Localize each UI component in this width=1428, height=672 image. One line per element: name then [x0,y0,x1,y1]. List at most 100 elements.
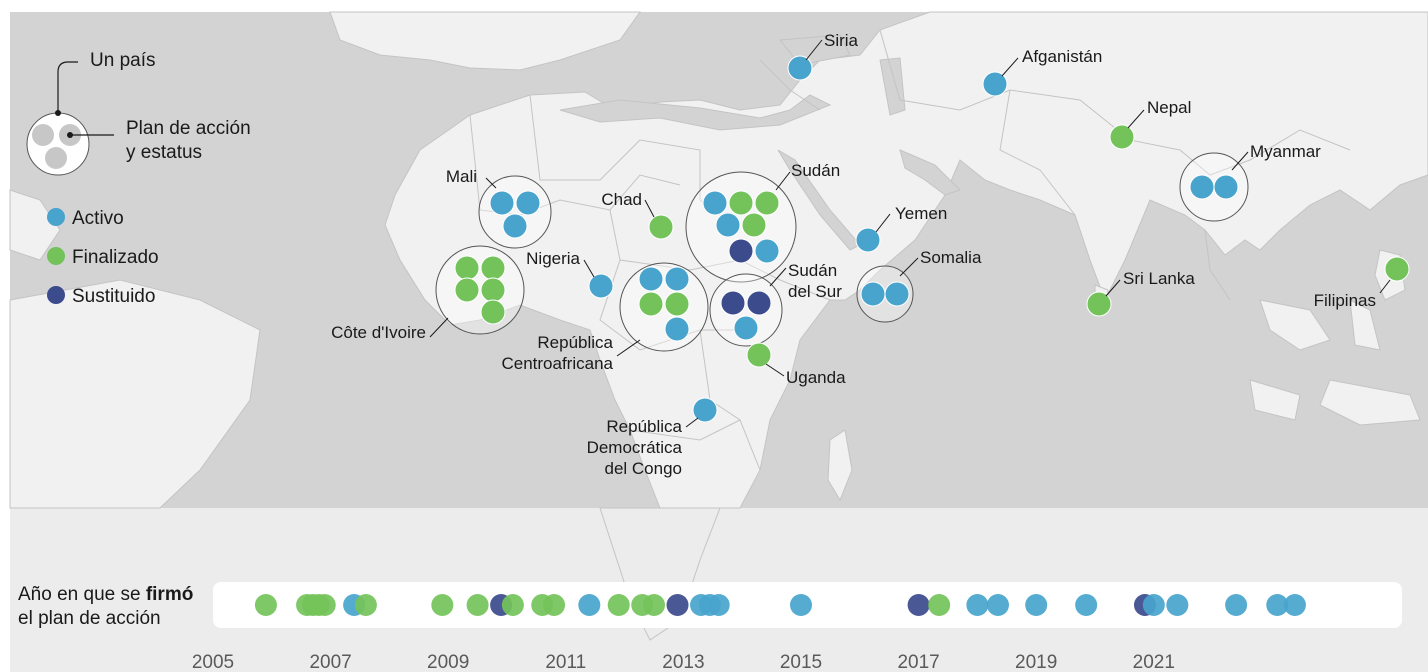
timeline-event-activo [1225,594,1248,616]
country-mali: Mali [446,167,552,249]
country-leader-line [769,267,787,287]
country-ring [435,245,525,335]
timeline-label-line1: Año en que se firmó [18,584,193,605]
plan-dot-activo [664,316,690,342]
legend-label-sustituido: Sustituido [72,286,155,307]
plan-dot-activo [787,55,813,81]
timeline-tick-label: 2017 [897,652,939,672]
plan-dot-finalizado [454,277,480,303]
country-leader-line [775,171,791,191]
timeline-event-finalizado [928,594,951,616]
timeline-event-sustituido [907,594,930,616]
legend-swatch-activo [47,208,65,226]
country-leader-line [616,339,641,357]
plan-dot-finalizado [1384,256,1410,282]
timeline-tick-label: 2011 [545,652,586,672]
plan-dot-activo [733,315,759,341]
timeline-event-activo [1075,594,1098,616]
plan-dot-activo [715,212,741,238]
country-leader-line [765,363,785,377]
country-nigeria: Nigeria [526,249,614,299]
country-leader-line [875,213,891,233]
legend-swatch-finalizado [47,247,65,265]
timeline-event-finalizado [466,594,489,616]
country-label: Somalia [920,248,982,267]
timeline-event-activo [790,594,812,616]
country-label: Sudán [791,161,840,180]
country-label: Afganistán [1022,47,1102,66]
plan-dot-finalizado [480,255,506,281]
timeline-label-line2: el plan de acción [18,608,161,629]
timeline-event-activo [1266,594,1289,616]
plan-dot-finalizado [664,291,690,317]
timeline-tick-label: 2005 [192,652,234,672]
legend-swatch-sustituido [47,286,65,304]
country-leader-line [1127,109,1145,129]
country-siria: Siria [787,31,859,81]
country-sri-lanka: Sri Lanka [1086,269,1195,317]
country-somalia: Somalia [856,248,982,323]
plan-dot-activo [982,71,1008,97]
country-nepal: Nepal [1109,98,1191,150]
country-cote-divoire: Côte d'Ivoire [331,245,525,342]
plan-dot-finalizado [480,277,506,303]
country-leader-line [583,259,595,278]
plan-dot-activo [692,397,718,423]
country-leader-line [1105,279,1121,297]
plan-dot-activo [754,238,780,264]
country-label: Nigeria [526,249,580,268]
timeline-event-finalizado [501,594,524,616]
country-label: Myanmar [1250,142,1321,161]
country-leader-line [1001,57,1019,77]
country-leader-line [685,417,699,428]
country-label: Sri Lanka [1123,269,1195,288]
legend-label-activo: Activo [72,208,124,229]
country-label: Yemen [895,204,947,223]
plan-dot-activo [638,266,664,292]
plan-dot-finalizado [1086,291,1112,317]
plan-dot-activo [664,266,690,292]
timeline-event-activo [986,594,1009,616]
timeline-event-finalizado [543,594,566,616]
timeline-tick-label: 2015 [780,652,822,672]
plan-dot-finalizado [754,190,780,216]
timeline-event-finalizado [313,594,336,616]
country-label: Siria [824,31,859,50]
country-myanmar: Myanmar [1179,142,1321,222]
timeline-tick-label: 2007 [309,652,351,672]
plan-dot-activo [502,213,528,239]
plan-dot-finalizado [1109,124,1135,150]
plan-dot-activo [1189,174,1215,200]
timeline-event-activo [966,594,989,616]
timeline-event-finalizado [354,594,377,616]
country-afganistan: Afganistán [982,47,1102,97]
timeline-events [254,594,1306,616]
legend-one-country: Un país [90,50,155,71]
plan-dot-activo [588,273,614,299]
plan-dot-activo [860,281,886,307]
plan-dot-sustituido [746,290,772,316]
plan-dot-activo [702,190,728,216]
country-leader-line [805,39,823,61]
timeline-event-activo [1283,594,1306,616]
country-leader-line [1231,151,1249,171]
plan-dot-sustituido [720,290,746,316]
plan-dot-finalizado [638,291,664,317]
timeline-event-sustituido [666,594,689,616]
plan-dot-finalizado [454,255,480,281]
country-label: Côte d'Ivoire [331,323,426,342]
country-label: Mali [446,167,477,186]
country-sudan: Sudán [685,161,840,283]
map-land [9,11,1428,641]
legend-plan-dot [32,124,54,146]
country-label: Chad [601,190,642,209]
legend-plan-line2: y estatus [126,142,202,163]
